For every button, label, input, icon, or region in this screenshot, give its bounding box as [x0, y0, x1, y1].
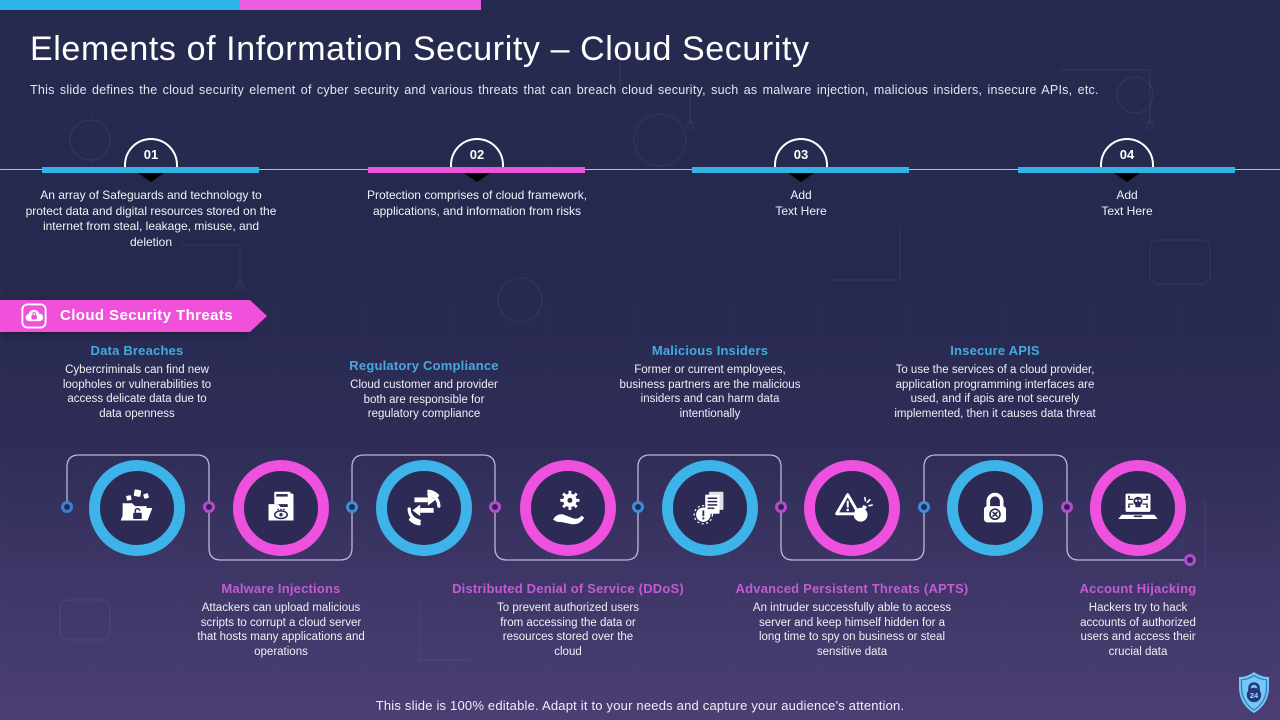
editable-note: This slide is 100% editable. Adapt it to…: [375, 698, 905, 713]
threat-description: Attackers can upload malicious scripts t…: [197, 602, 365, 658]
timeline-text: An array of Safeguards and technology to…: [25, 188, 277, 249]
top-accent-bar-pink: [240, 0, 481, 10]
threat-apts: Advanced Persistent Threats (APTS) An in…: [722, 581, 982, 659]
ribbon-arrow-tip: [250, 300, 267, 332]
threat-title: Distributed Denial of Service (DDoS): [452, 581, 684, 596]
timeline-bar: [1018, 167, 1235, 173]
threat-circle-account-hijacking: [1090, 460, 1186, 556]
threat-malicious-insiders: Malicious Insiders Former or current emp…: [610, 343, 810, 421]
threat-circle-data-breaches: [89, 460, 185, 556]
timeline-marker: 03: [774, 138, 828, 167]
threat-description: Cloud customer and provider both are res…: [350, 379, 498, 420]
timeline-marker: 02: [450, 138, 504, 167]
threat-circle-malware-injections: [233, 460, 329, 556]
timeline-number: 04: [1119, 147, 1135, 162]
threat-description: To use the services of a cloud provider,…: [894, 364, 1096, 420]
timeline-text: Protection comprises of cloud framework,…: [366, 188, 588, 218]
threat-circle-apts: [804, 460, 900, 556]
threat-circle-insecure-apis: [947, 460, 1043, 556]
laptop-skull-icon: [1118, 493, 1158, 520]
documents-warning-icon: [693, 491, 724, 525]
threat-description: An intruder successfully able to access …: [752, 602, 952, 658]
folder-eye-icon: [268, 491, 294, 521]
threat-title: Regulatory Compliance: [349, 358, 499, 373]
padlock-x-icon: [983, 492, 1007, 523]
timeline-number: 01: [143, 147, 159, 162]
timeline-bar: [42, 167, 259, 173]
threat-description: Former or current employees, business pa…: [619, 364, 801, 420]
threat-description: Cybercriminals can find new loopholes or…: [62, 364, 212, 420]
timeline-marker: 01: [124, 138, 178, 167]
threat-title: Insecure APIS: [950, 343, 1040, 358]
timeline-bar: [368, 167, 585, 173]
threat-description: To prevent authorized users from accessi…: [497, 602, 639, 658]
threat-insecure-apis: Insecure APIS To use the services of a c…: [880, 343, 1110, 421]
threat-title: Advanced Persistent Threats (APTS): [735, 581, 969, 596]
threat-data-breaches: Data Breaches Cybercriminals can find ne…: [47, 343, 227, 421]
threat-title: Malware Injections: [221, 581, 341, 596]
timeline-number: 02: [469, 147, 485, 162]
timeline-text: Add Text Here: [775, 188, 827, 218]
threat-circle-malicious-insiders: [662, 460, 758, 556]
hands-sync-icon: [407, 489, 441, 526]
timeline-marker: 04: [1100, 138, 1154, 167]
top-accent-bar-cyan: [0, 0, 240, 10]
section-ribbon: Cloud Security Threats: [0, 300, 267, 332]
threat-title: Account Hijacking: [1079, 581, 1197, 596]
svg-text:24: 24: [1250, 691, 1259, 700]
page-title: Elements of Information Security – Cloud…: [30, 30, 810, 68]
folder-unlock-icon: [120, 489, 153, 521]
hand-gear-icon: [553, 490, 585, 525]
timeline-pointer: [138, 173, 164, 182]
page-subtitle: This slide defines the cloud security el…: [30, 83, 1099, 97]
threat-description: Hackers try to hack accounts of authoriz…: [1080, 602, 1196, 658]
timeline-bar: [692, 167, 909, 173]
threat-regulatory-compliance: Regulatory Compliance Cloud customer and…: [329, 358, 519, 422]
timeline-pointer: [788, 173, 814, 182]
threat-ddos: Distributed Denial of Service (DDoS) To …: [428, 581, 708, 659]
timeline-pointer: [464, 173, 490, 182]
timeline-axis: [0, 169, 1280, 170]
timeline-pointer: [1114, 173, 1140, 182]
warning-bomb-icon: [835, 493, 873, 522]
timeline-text: Add Text Here: [1101, 188, 1153, 218]
threat-malware-injections: Malware Injections Attackers can upload …: [181, 581, 381, 659]
threat-circle-regulatory-compliance: [376, 460, 472, 556]
shield-24-badge: 24: [1239, 672, 1269, 713]
timeline-number: 03: [793, 147, 809, 162]
threat-circle-ddos: [520, 460, 616, 556]
cloud-lock-icon: [21, 303, 47, 329]
threat-title: Malicious Insiders: [651, 343, 769, 358]
threat-title: Data Breaches: [90, 343, 184, 358]
section-ribbon-label: Cloud Security Threats: [60, 307, 234, 324]
threat-account-hijacking: Account Hijacking Hackers try to hack ac…: [1058, 581, 1218, 659]
